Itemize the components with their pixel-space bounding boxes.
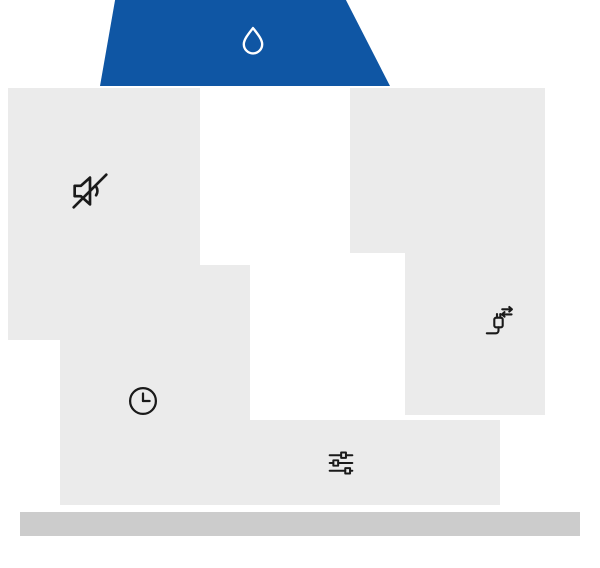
bottom-bar [20, 512, 580, 536]
water-drop-icon [234, 23, 272, 61]
banner-water-program[interactable] [100, 0, 390, 86]
plug-swap-icon [479, 303, 515, 339]
speaker-muted-icon [67, 168, 113, 214]
sliders-icon [324, 446, 358, 480]
tile-settings[interactable] [205, 420, 500, 505]
tile-power-connection[interactable] [405, 88, 545, 415]
clock-icon [125, 383, 161, 419]
